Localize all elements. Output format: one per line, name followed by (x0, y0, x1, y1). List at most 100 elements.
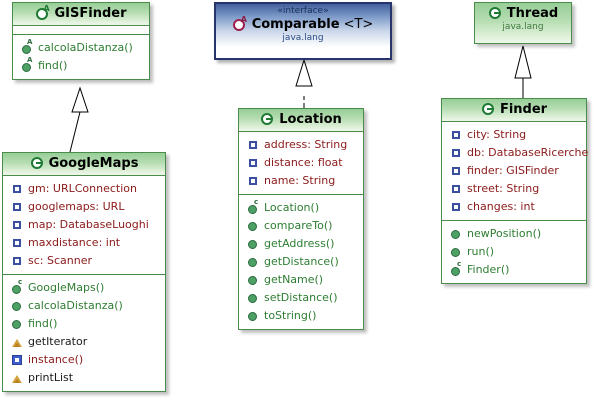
member-label: toString() (264, 309, 317, 322)
private-field-icon (451, 165, 462, 177)
member-row[interactable]: changes: int (442, 198, 586, 216)
private-field-icon (451, 201, 462, 213)
methods-compartment-finder: newPosition() run() Finder() (442, 220, 586, 283)
member-row[interactable]: street: String (442, 180, 586, 198)
member-row[interactable]: setDistance() (239, 289, 363, 307)
member-row[interactable]: calcolaDistanza() (3, 297, 165, 315)
member-row[interactable]: getIterator (3, 333, 165, 351)
class-name-thread: Thread (506, 6, 559, 21)
member-row[interactable]: instance() (3, 351, 165, 369)
public-method-icon (248, 238, 259, 250)
class-header-gisfinder: GISFinder (13, 3, 149, 26)
interface-icon (232, 16, 248, 32)
member-label: instance() (28, 353, 84, 366)
constructor-icon (248, 199, 259, 214)
member-label: compareTo() (264, 219, 333, 232)
member-label: newPosition() (467, 227, 542, 240)
member-row[interactable]: getDistance() (239, 253, 363, 271)
member-label: name: String (264, 174, 336, 187)
class-icon (488, 6, 503, 21)
abstract-method-icon (22, 39, 33, 54)
class-icon (260, 112, 275, 127)
member-row[interactable]: run() (442, 243, 586, 261)
member-label: setDistance() (264, 291, 338, 304)
public-method-icon (12, 300, 23, 312)
interface-box-comparable[interactable]: «interface» Comparable <T> java.lang (214, 2, 392, 60)
member-row[interactable]: newPosition() (442, 225, 586, 243)
connector-finder-thread (514, 45, 532, 98)
class-box-finder[interactable]: Finder city: String db: DatabaseRicerche… (441, 98, 589, 284)
member-row[interactable]: find() (13, 57, 149, 75)
class-box-googlemaps[interactable]: GoogleMaps gm: URLConnection googlemaps:… (2, 152, 166, 392)
private-field-icon (12, 255, 23, 267)
class-box-gisfinder[interactable]: GISFinder calcolaDistanza() find() (12, 2, 150, 80)
attributes-compartment-googlemaps: gm: URLConnection googlemaps: URL map: D… (3, 176, 165, 274)
member-row[interactable]: getAddress() (239, 235, 363, 253)
member-row[interactable]: db: DatabaseRicerche (442, 144, 589, 162)
member-label: calcolaDistanza() (38, 41, 133, 54)
private-field-icon (12, 237, 23, 249)
public-method-icon (248, 310, 259, 322)
class-header-thread: Thread java.lang (475, 3, 571, 43)
attributes-compartment-finder: city: String db: DatabaseRicerche finder… (442, 122, 589, 220)
class-box-location[interactable]: Location address: String distance: float… (238, 108, 364, 330)
member-row[interactable]: sc: Scanner (3, 252, 165, 270)
member-row[interactable]: printList (3, 369, 165, 387)
member-row[interactable]: Finder() (442, 261, 586, 279)
member-label: getIterator (28, 335, 88, 348)
constructor-icon (12, 279, 23, 294)
member-label: googlemaps: URL (28, 200, 125, 213)
member-label: sc: Scanner (28, 254, 92, 267)
class-name-finder: Finder (499, 102, 548, 117)
private-field-icon (248, 139, 259, 151)
member-label: getDistance() (264, 255, 339, 268)
class-header-location: Location (239, 109, 363, 132)
member-row[interactable]: distance: float (239, 154, 363, 172)
member-row[interactable]: Location() (239, 199, 363, 217)
member-label: distance: float (264, 156, 343, 169)
class-name-location: Location (279, 112, 342, 127)
member-row[interactable]: find() (3, 315, 165, 333)
private-field-icon (451, 147, 462, 159)
member-row[interactable]: GoogleMaps() (3, 279, 165, 297)
member-label: getAddress() (264, 237, 335, 250)
class-header-googlemaps: GoogleMaps (3, 153, 165, 176)
member-row[interactable]: maxdistance: int (3, 234, 165, 252)
member-row[interactable]: compareTo() (239, 217, 363, 235)
private-field-icon (248, 175, 259, 187)
member-label: run() (467, 245, 495, 258)
class-name-gisfinder: GISFinder (54, 6, 127, 21)
member-row[interactable]: city: String (442, 126, 586, 144)
methods-compartment-googlemaps: GoogleMaps() calcolaDistanza() find() ge… (3, 274, 165, 391)
member-label: Location() (264, 201, 320, 214)
generic-parameter: <T> (343, 17, 374, 32)
member-row[interactable]: finder: GISFinder (442, 162, 586, 180)
member-row[interactable]: googlemaps: URL (3, 198, 165, 216)
member-label: find() (38, 59, 68, 72)
triangle-icon (12, 372, 23, 384)
member-label: maxdistance: int (28, 236, 121, 249)
member-row[interactable]: map: DatabaseLuoghi (3, 216, 165, 234)
member-row[interactable]: gm: URLConnection (3, 180, 165, 198)
constructor-icon (451, 261, 462, 276)
static-field-icon (12, 354, 23, 366)
methods-compartment-gisfinder: calcolaDistanza() find() (13, 34, 149, 79)
private-field-icon (451, 129, 462, 141)
member-label: calcolaDistanza() (28, 299, 123, 312)
class-box-thread[interactable]: Thread java.lang (474, 2, 572, 44)
member-label: changes: int (467, 200, 535, 213)
member-row[interactable]: getName() (239, 271, 363, 289)
connector-location-comparable (295, 58, 313, 108)
public-method-icon (248, 220, 259, 232)
public-method-icon (248, 274, 259, 286)
member-label: db: DatabaseRicerche (467, 146, 589, 159)
member-row[interactable]: address: String (239, 136, 363, 154)
member-row[interactable]: name: String (239, 172, 363, 190)
stereotype-label: «interface» (277, 6, 329, 16)
member-row[interactable]: toString() (239, 307, 363, 325)
member-label: street: String (467, 182, 540, 195)
member-label: GoogleMaps() (28, 281, 105, 294)
package-label: java.lang (282, 33, 324, 43)
member-row[interactable]: calcolaDistanza() (13, 39, 149, 57)
